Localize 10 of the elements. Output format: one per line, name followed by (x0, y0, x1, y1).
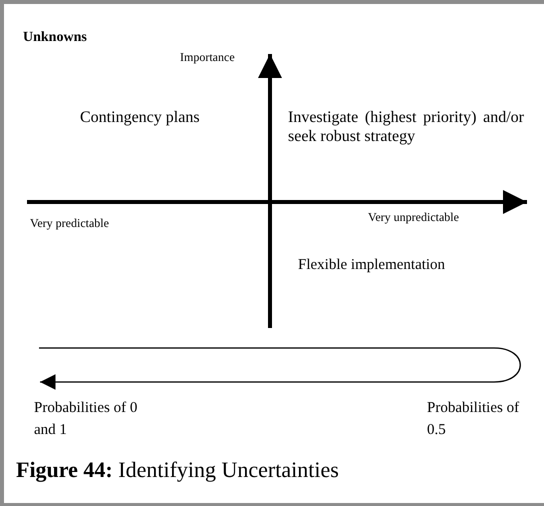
chart-title: Unknowns (23, 30, 87, 47)
quadrant-label: Contingency plans (80, 108, 200, 128)
figure-caption: Figure 44: Identifying Uncertainties (16, 457, 339, 484)
scale-end-label: Probabilities of 0.5 (427, 399, 520, 440)
quadrant-label: Investigate (highest priority) and/or seek robust strategy (288, 108, 524, 146)
axis-label: Very unpredictable (368, 210, 459, 224)
axis-label: Very predictable (30, 216, 109, 230)
quadrant-label: Flexible implementation (298, 256, 446, 274)
scale-end-label: Probabilities of 0 and 1 (34, 399, 138, 440)
axis-label: Importance (180, 50, 235, 64)
